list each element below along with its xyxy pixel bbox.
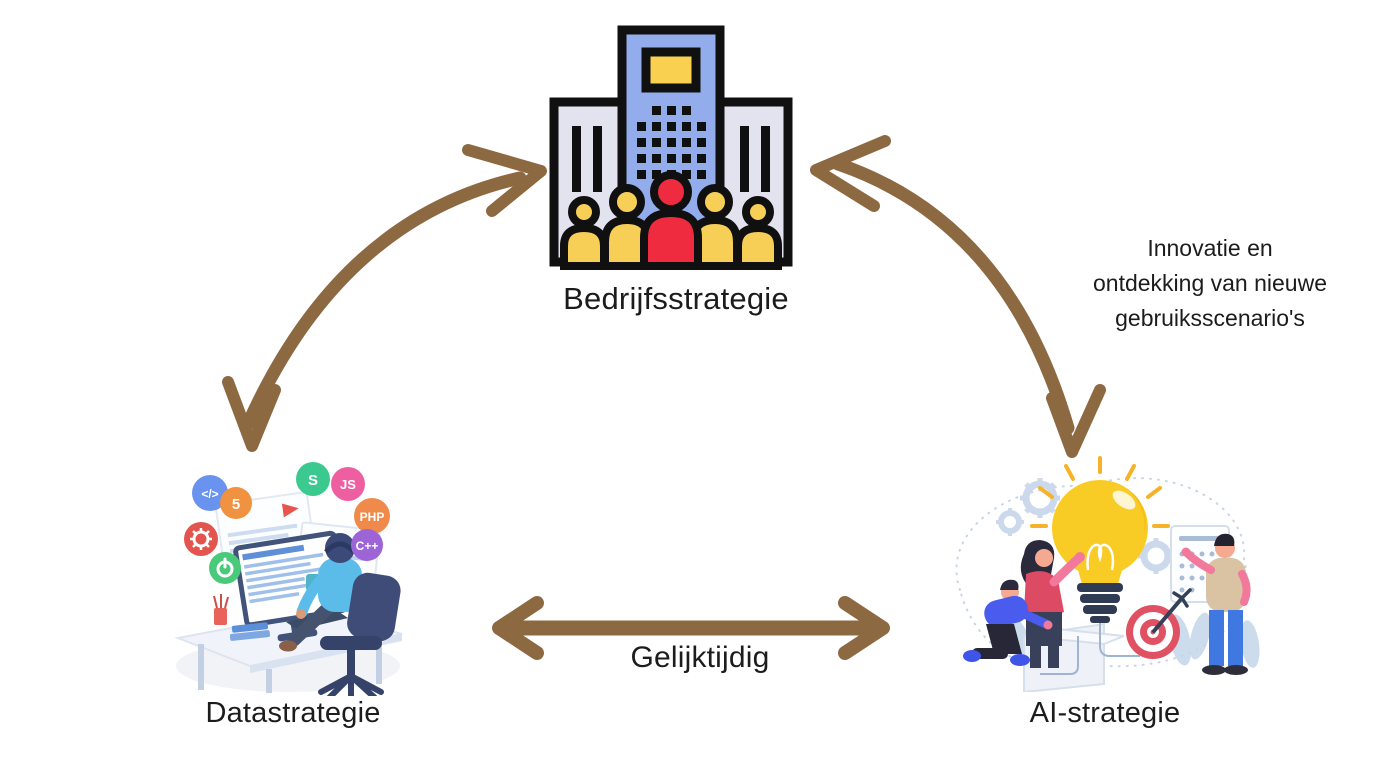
books: [231, 622, 269, 633]
lightbulb-icon: [1030, 456, 1170, 623]
js-badge: JS: [331, 467, 365, 501]
ai-strategie-illustration: [955, 456, 1260, 692]
person-yellow: [689, 184, 741, 270]
background-gears: [996, 478, 1174, 574]
svg-text:PHP: PHP: [360, 510, 385, 524]
company-building-icon: [549, 25, 793, 270]
pencil-cup: [214, 608, 227, 625]
svg-text:S: S: [308, 472, 318, 489]
svg-text:JS: JS: [340, 477, 356, 492]
arrow-bedrijf-ai: [810, 135, 1106, 458]
svg-text:C++: C++: [356, 539, 379, 553]
svg-text:5: 5: [232, 496, 240, 513]
cpp-badge: C++: [351, 529, 383, 561]
arrowhead-up-left: [810, 135, 891, 212]
caption-line: gebruiksscenario's: [1115, 305, 1305, 331]
gear-icon: [996, 508, 1024, 536]
arrowhead-down: [222, 376, 281, 452]
gear-badge: [184, 522, 218, 556]
arrowhead-right: [838, 596, 890, 660]
html5-badge: 5: [220, 487, 252, 519]
standing-man-figure: [1181, 533, 1251, 675]
arrow-data-ai: [492, 596, 890, 660]
head-with-headphones: [325, 533, 355, 563]
caption-line: Innovatie en: [1147, 235, 1273, 261]
kneeling-man-figure: [963, 579, 1053, 666]
caption-innovatie: Innovatie en ontdekking van nieuwe gebru…: [1060, 231, 1360, 336]
person-yellow: [560, 196, 608, 270]
label-gelijktijdig: Gelijktijdig: [630, 641, 770, 674]
label-bedrijfsstrategie: Bedrijfsstrategie: [563, 281, 789, 316]
caption-line: ontdekking van nieuwe: [1093, 270, 1327, 296]
arrowhead-up-right: [462, 144, 547, 217]
svg-text:</>: </>: [201, 487, 218, 501]
power-badge: [209, 552, 241, 584]
person-red: [640, 171, 702, 270]
arrow-bedrijf-data: [222, 144, 547, 452]
office-chair: [318, 572, 401, 696]
gear-icon: [1020, 478, 1060, 518]
label-ai-strategie: AI-strategie: [1029, 697, 1181, 729]
arrowhead-down: [1046, 384, 1106, 458]
bulb-rays: [1030, 456, 1170, 528]
target-icon: [1126, 588, 1192, 659]
arrowhead-left: [492, 596, 544, 660]
datastrategie-illustration: </> 5 S JS PHP C++: [174, 462, 403, 696]
bulb-filament: [1086, 543, 1115, 571]
code-badge: </>: [192, 475, 228, 511]
label-datastrategie: Datastrategie: [205, 697, 381, 729]
tech-badges: </> 5 S JS PHP C++: [184, 462, 390, 584]
php-badge: PHP: [354, 498, 390, 534]
sql-badge: S: [296, 462, 330, 496]
person-yellow: [734, 196, 782, 270]
people-group: [560, 171, 782, 270]
gear-icon: [1138, 538, 1174, 574]
building-sign: [641, 47, 701, 93]
